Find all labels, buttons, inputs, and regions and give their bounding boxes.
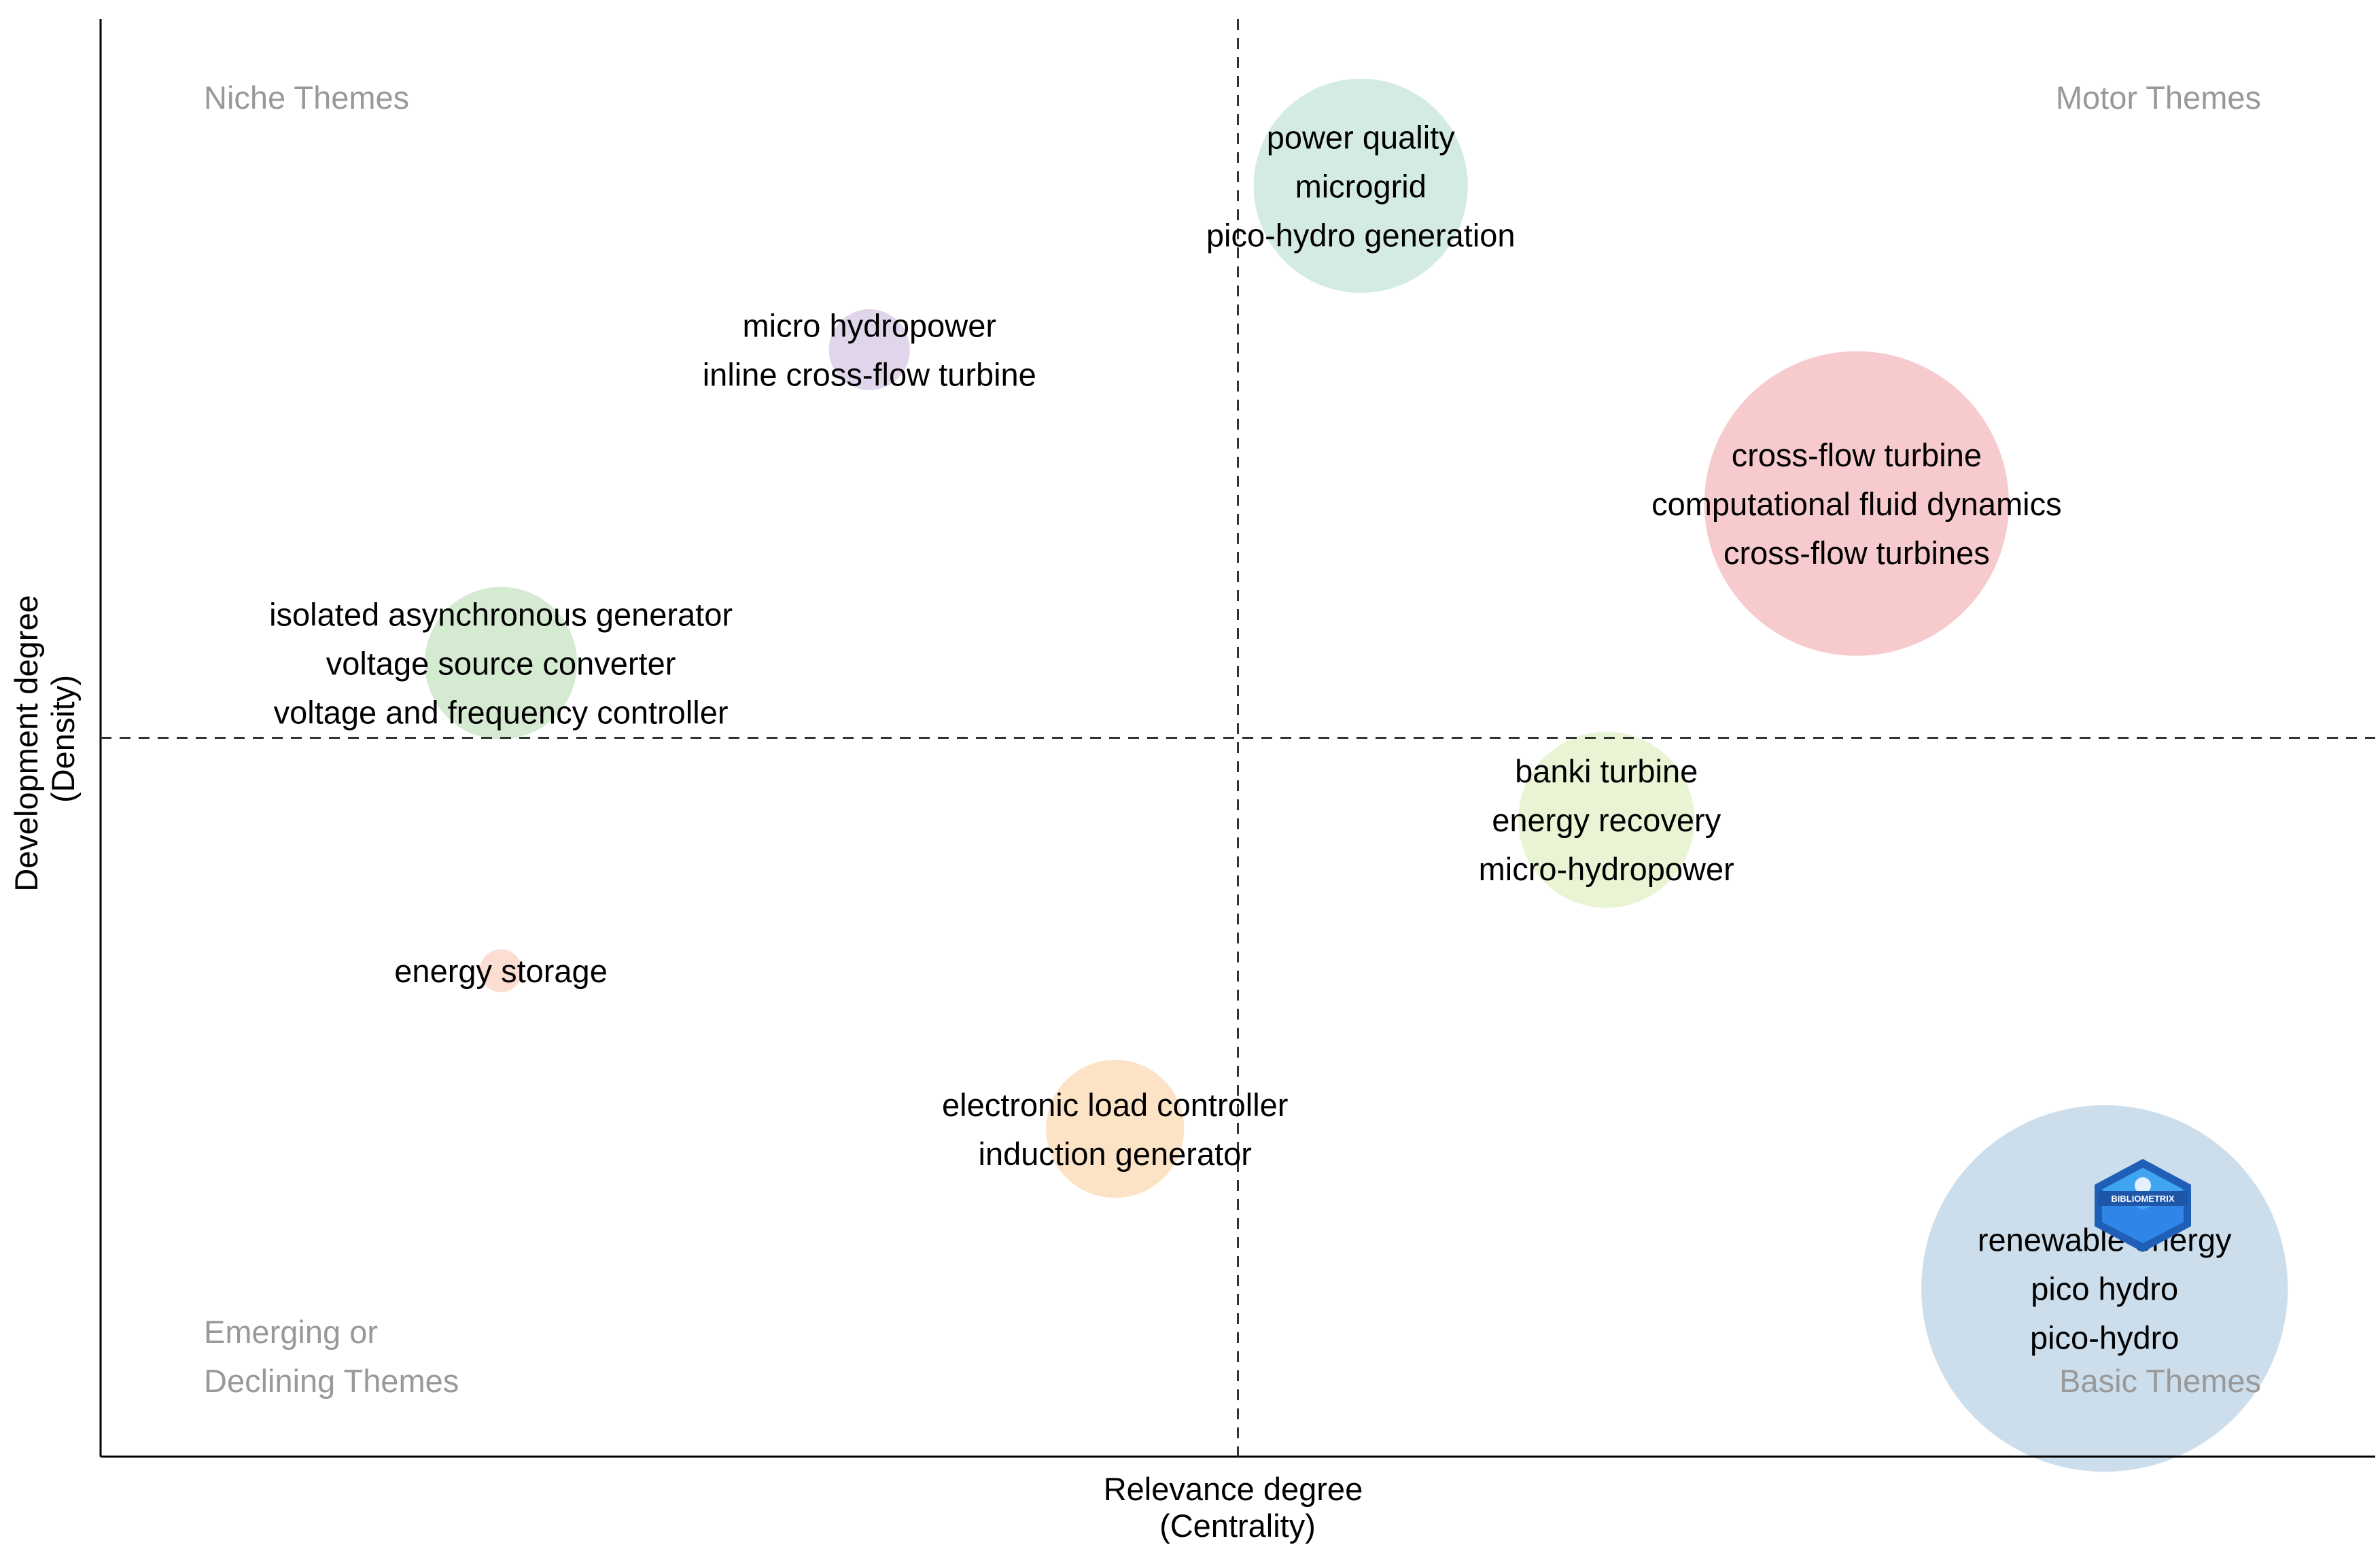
cluster-bubble (425, 587, 578, 740)
cluster-term-label: induction generator (979, 1136, 1252, 1172)
quadrant-label-basic: Basic Themes (2059, 1363, 2261, 1399)
cluster-bubble (1921, 1105, 2288, 1472)
bibliometrix-logo-text: BIBLIOMETRIX (2111, 1194, 2174, 1204)
cluster-term-label: electronic load controller (942, 1087, 1288, 1123)
cluster-term-label: cross-flow turbine (1732, 437, 1982, 473)
cluster-label: isolated asynchronous generator voltage s… (269, 597, 733, 731)
cluster-term-label: computational fluid dynamics (1651, 486, 2061, 522)
cluster-term-label: pico-hydro (2030, 1320, 2179, 1356)
cluster-bubble (479, 949, 523, 992)
x-axis-title: Relevance degree (Centrality) (1104, 1471, 1372, 1544)
cluster-bubble (1704, 351, 2010, 656)
cluster-term-label: pico hydro (2031, 1271, 2178, 1307)
cluster-label: energy storage (394, 953, 608, 989)
cluster-label: cross-flow turbine computational fluid dy… (1651, 437, 2061, 571)
cluster-label: micro hydropower inline cross-flow turbin… (703, 307, 1036, 392)
cluster-term-label: energy storage (394, 953, 608, 989)
cluster-term-label: isolated asynchronous generator (269, 597, 733, 633)
cluster-term-label: inline cross-flow turbine (703, 356, 1036, 392)
cluster-labels: power quality microgrid pico-hydro generat… (269, 119, 2232, 1355)
cluster-bubble (828, 309, 910, 390)
cluster-term-label: micro-hydropower (1479, 851, 1734, 887)
cluster-term-label: voltage source converter (326, 646, 676, 682)
cluster-label: banki turbine energy recovery micro-hydrop… (1479, 753, 1734, 887)
cluster-label: power quality microgrid pico-hydro generat… (1206, 119, 1516, 253)
bibliometrix-logo-icon: BIBLIOMETRIX (2095, 1159, 2191, 1252)
cluster-bubble (1253, 78, 1468, 293)
cluster-term-label: banki turbine (1515, 753, 1698, 789)
y-axis-title: Development degree (Density) (8, 586, 81, 891)
cluster-term-label: voltage and frequency controller (274, 695, 729, 731)
cluster-term-label: micro hydropower (743, 307, 997, 343)
quadrant-label-motor: Motor Themes (2056, 80, 2261, 116)
cluster-term-label: power quality (1267, 119, 1455, 155)
cluster-term-label: microgrid (1295, 168, 1427, 204)
quadrant-label-niche: Niche Themes (204, 80, 409, 116)
cluster-term-label: energy recovery (1492, 802, 1721, 838)
quadrant-label-emerging: Emerging or Declining Themes (204, 1314, 459, 1399)
cluster-bubble (1046, 1060, 1185, 1198)
cluster-term-label: cross-flow turbines (1723, 535, 1990, 571)
cluster-label: electronic load controller induction gene… (942, 1087, 1288, 1172)
cluster-term-label: pico-hydro generation (1206, 217, 1516, 253)
cluster-bubble (1518, 731, 1695, 908)
cluster-bubbles (425, 78, 2288, 1472)
